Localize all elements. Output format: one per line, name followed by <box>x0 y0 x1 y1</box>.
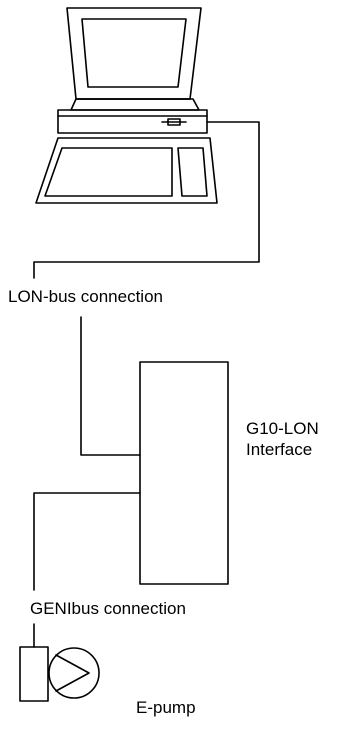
lon-bus-connection-label: LON-bus connection <box>8 287 163 306</box>
keyboard <box>35 137 218 204</box>
pump-icon <box>19 646 100 702</box>
genibus-line-upper <box>33 492 141 591</box>
g10-lon-interface-label: G10-LON Interface <box>246 418 319 460</box>
pump-symbol <box>55 654 90 692</box>
g10-label-line-2: Interface <box>246 440 313 459</box>
lon-bus-line-upper <box>33 121 260 279</box>
computer-icon <box>35 7 218 204</box>
g10-lon-interface-box <box>139 361 229 585</box>
monitor-screen <box>81 18 187 88</box>
pump-motor <box>19 646 49 702</box>
e-pump-label: E-pump <box>136 698 196 717</box>
keyboard-pad <box>177 147 208 197</box>
pump-housing <box>48 647 100 699</box>
monitor-stand <box>70 98 200 111</box>
disk-drive <box>167 118 181 126</box>
genibus-connection-label: GENIbus connection <box>30 599 186 618</box>
g10-label-line-1: G10-LON <box>246 419 319 438</box>
keyboard-keys <box>44 147 173 197</box>
lon-bus-line-lower <box>80 316 141 456</box>
